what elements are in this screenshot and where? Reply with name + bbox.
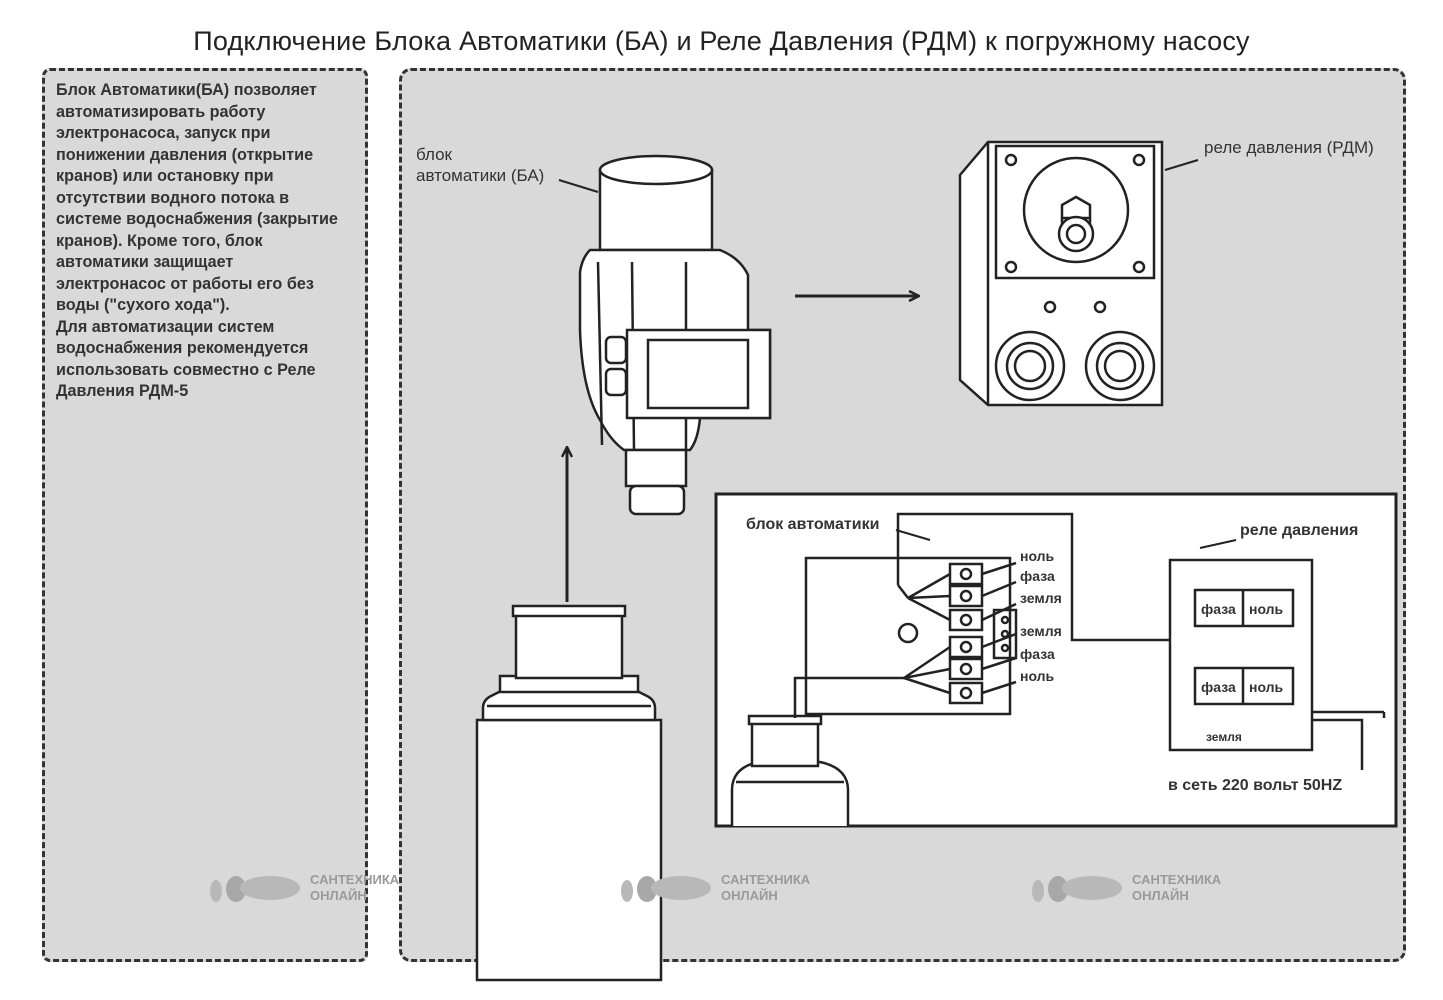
description-panel (42, 68, 368, 962)
terminal-label-6: ноль (1020, 668, 1055, 684)
page-title: Подключение Блока Автоматики (БА) и Реле… (193, 26, 1250, 56)
rdm-device (958, 140, 1164, 407)
rdm-terminal-top-left: фаза (1201, 601, 1236, 617)
watermark-2: САНТЕХНИКА ОНЛАЙН (621, 872, 811, 903)
pump-large (475, 604, 663, 982)
ba-label-line1: блок (416, 145, 453, 164)
rdm-terminal-bottom-left: фаза (1201, 679, 1236, 695)
terminal-label-2: фаза (1020, 568, 1055, 584)
ba-device (578, 154, 772, 516)
wiring-rdm-block (1168, 558, 1314, 752)
terminal-label-4: земля (1020, 623, 1062, 639)
svg-text:ОНЛАЙН: ОНЛАЙН (721, 888, 778, 903)
svg-text:ОНЛАЙН: ОНЛАЙН (1132, 888, 1189, 903)
description-text: Блок Автоматики(БА) позволяет автоматизи… (56, 81, 338, 400)
ba-label-line2: автоматики (БА) (416, 166, 544, 185)
wiring-ba-label: блок автоматики (746, 516, 879, 533)
rdm-terminal-bottom-right: ноль (1249, 679, 1284, 695)
pump-small (730, 714, 850, 826)
rdm-terminal-top-right: ноль (1249, 601, 1284, 617)
svg-text:САНТЕХНИКА: САНТЕХНИКА (310, 872, 400, 887)
terminal-label-3: земля (1020, 590, 1062, 606)
svg-text:ОНЛАЙН: ОНЛАЙН (310, 888, 367, 903)
watermark-1: САНТЕХНИКА ОНЛАЙН (210, 872, 400, 903)
watermark-3: САНТЕХНИКА ОНЛАЙН (1032, 872, 1222, 903)
svg-text:САНТЕХНИКА: САНТЕХНИКА (1132, 872, 1222, 887)
mains-label: в сеть 220 вольт 50HZ (1168, 777, 1342, 794)
svg-text:САНТЕХНИКА: САНТЕХНИКА (721, 872, 811, 887)
rdm-ground-label: земля (1206, 730, 1242, 744)
wiring-rdm-label: реле давления (1240, 522, 1358, 539)
rdm-label: реле давления (РДМ) (1204, 138, 1374, 157)
terminal-label-1: ноль (1020, 548, 1055, 564)
terminal-label-5: фаза (1020, 646, 1055, 662)
